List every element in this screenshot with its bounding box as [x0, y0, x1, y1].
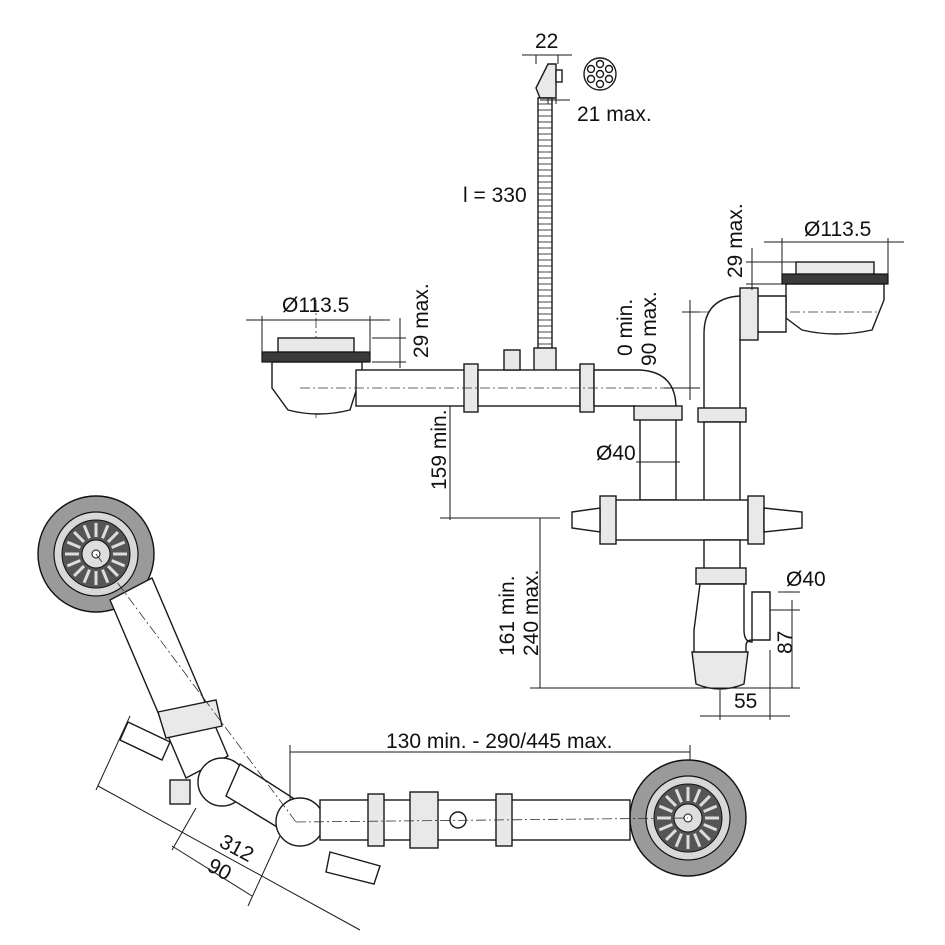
- plan-span-label: 130 min. - 290/445 max.: [386, 730, 612, 753]
- left-strainer-flange: [261, 351, 371, 363]
- hose-length-label: l = 330: [463, 184, 527, 207]
- left-elbow-pipe: [593, 369, 677, 501]
- overflow-max-label: 21 max.: [577, 103, 652, 126]
- siphon-body: [530, 461, 803, 720]
- strainer-slot: [73, 531, 86, 544]
- overflow-width-label: 22: [535, 30, 558, 53]
- right-hose-barb: [763, 507, 803, 533]
- left-strainer-side: [246, 300, 686, 520]
- offset-max-label: 90 max.: [638, 291, 661, 366]
- pipe-dia-upper-label: Ø40: [596, 442, 636, 465]
- strainer-slot: [82, 524, 91, 539]
- plan-siphon-stub: [169, 779, 191, 805]
- left-strainer-body: [271, 361, 363, 415]
- strainer-slot: [658, 823, 673, 832]
- strainer-slot: [693, 788, 702, 803]
- strainer-slot: [674, 833, 683, 848]
- hose-ribs: [538, 103, 552, 345]
- strainer-slot: [82, 569, 91, 584]
- strainer-slot: [665, 795, 678, 808]
- right-29max-label: 29 max.: [724, 203, 747, 278]
- overflow-front-icon: [583, 57, 617, 91]
- strainer-slot: [703, 804, 718, 813]
- right-riser-nut: [697, 407, 747, 423]
- strainer-slot: [111, 540, 126, 549]
- right-riser-pipe: [703, 421, 741, 509]
- right-strainer-cap: [795, 261, 875, 275]
- drop-159-label: 159 min.: [428, 409, 451, 490]
- strainer-slot: [101, 569, 110, 584]
- plan-diagonal-pipe: [109, 577, 229, 779]
- right-strainer-dia-label: Ø113.5: [804, 218, 871, 241]
- siphon-cleanout-cap: [691, 651, 749, 690]
- pipe-dia-outlet-label: Ø40: [786, 568, 826, 591]
- strainer-slot: [698, 795, 711, 808]
- right-elbow-nut: [739, 287, 759, 341]
- strainer-slot: [106, 531, 119, 544]
- left-elbow-nut: [633, 405, 683, 421]
- strainer-slot: [66, 559, 81, 568]
- offset-min-label: 0 min.: [614, 299, 637, 356]
- right-strainer-flange: [781, 273, 889, 285]
- right-strainer-side: [664, 238, 904, 509]
- strainer-slot: [674, 788, 683, 803]
- plan-view: [37, 495, 747, 931]
- strainer-slot: [66, 540, 81, 549]
- left-strainer-cap: [277, 337, 355, 353]
- height-240-label: 240 max.: [520, 570, 543, 656]
- strainer-slot: [101, 524, 110, 539]
- left-connector-nut: [599, 495, 617, 545]
- plan-horizontal-pipe: [319, 799, 631, 841]
- right-strainer-body: [785, 283, 885, 335]
- siphon-manifold: [607, 499, 749, 541]
- overflow-head-side: [535, 63, 557, 99]
- outlet-87-label: 87: [774, 631, 797, 654]
- plan-diagonal-nut: [157, 699, 223, 739]
- height-161-label: 161 min.: [496, 575, 519, 656]
- strainer-slot: [665, 828, 678, 841]
- strainer-slot: [693, 833, 702, 848]
- outlet-55-label: 55: [734, 690, 757, 713]
- strainer-slot: [703, 823, 718, 832]
- siphon-neck-nut: [695, 567, 747, 585]
- strainer-slot: [658, 804, 673, 813]
- right-connector-nut: [747, 495, 765, 545]
- siphon-neck: [703, 539, 741, 571]
- plan-left-hose-barb: [119, 721, 171, 761]
- strainer-slot: [111, 559, 126, 568]
- plan-overflow-tee: [409, 791, 439, 849]
- plan-pipe-nut-1: [367, 793, 385, 847]
- siphon-cup: [693, 583, 771, 661]
- plan-right-hose-barb: [325, 851, 381, 885]
- overflow-screw: [555, 69, 563, 83]
- strainer-slot: [698, 828, 711, 841]
- left-strainer-dia-label: Ø113.5: [282, 294, 349, 317]
- strainer-slot: [73, 564, 86, 577]
- left-29max-label: 29 max.: [410, 283, 433, 358]
- overflow-tee-port: [503, 349, 521, 371]
- left-hose-barb: [571, 507, 601, 533]
- strainer-slot: [106, 564, 119, 577]
